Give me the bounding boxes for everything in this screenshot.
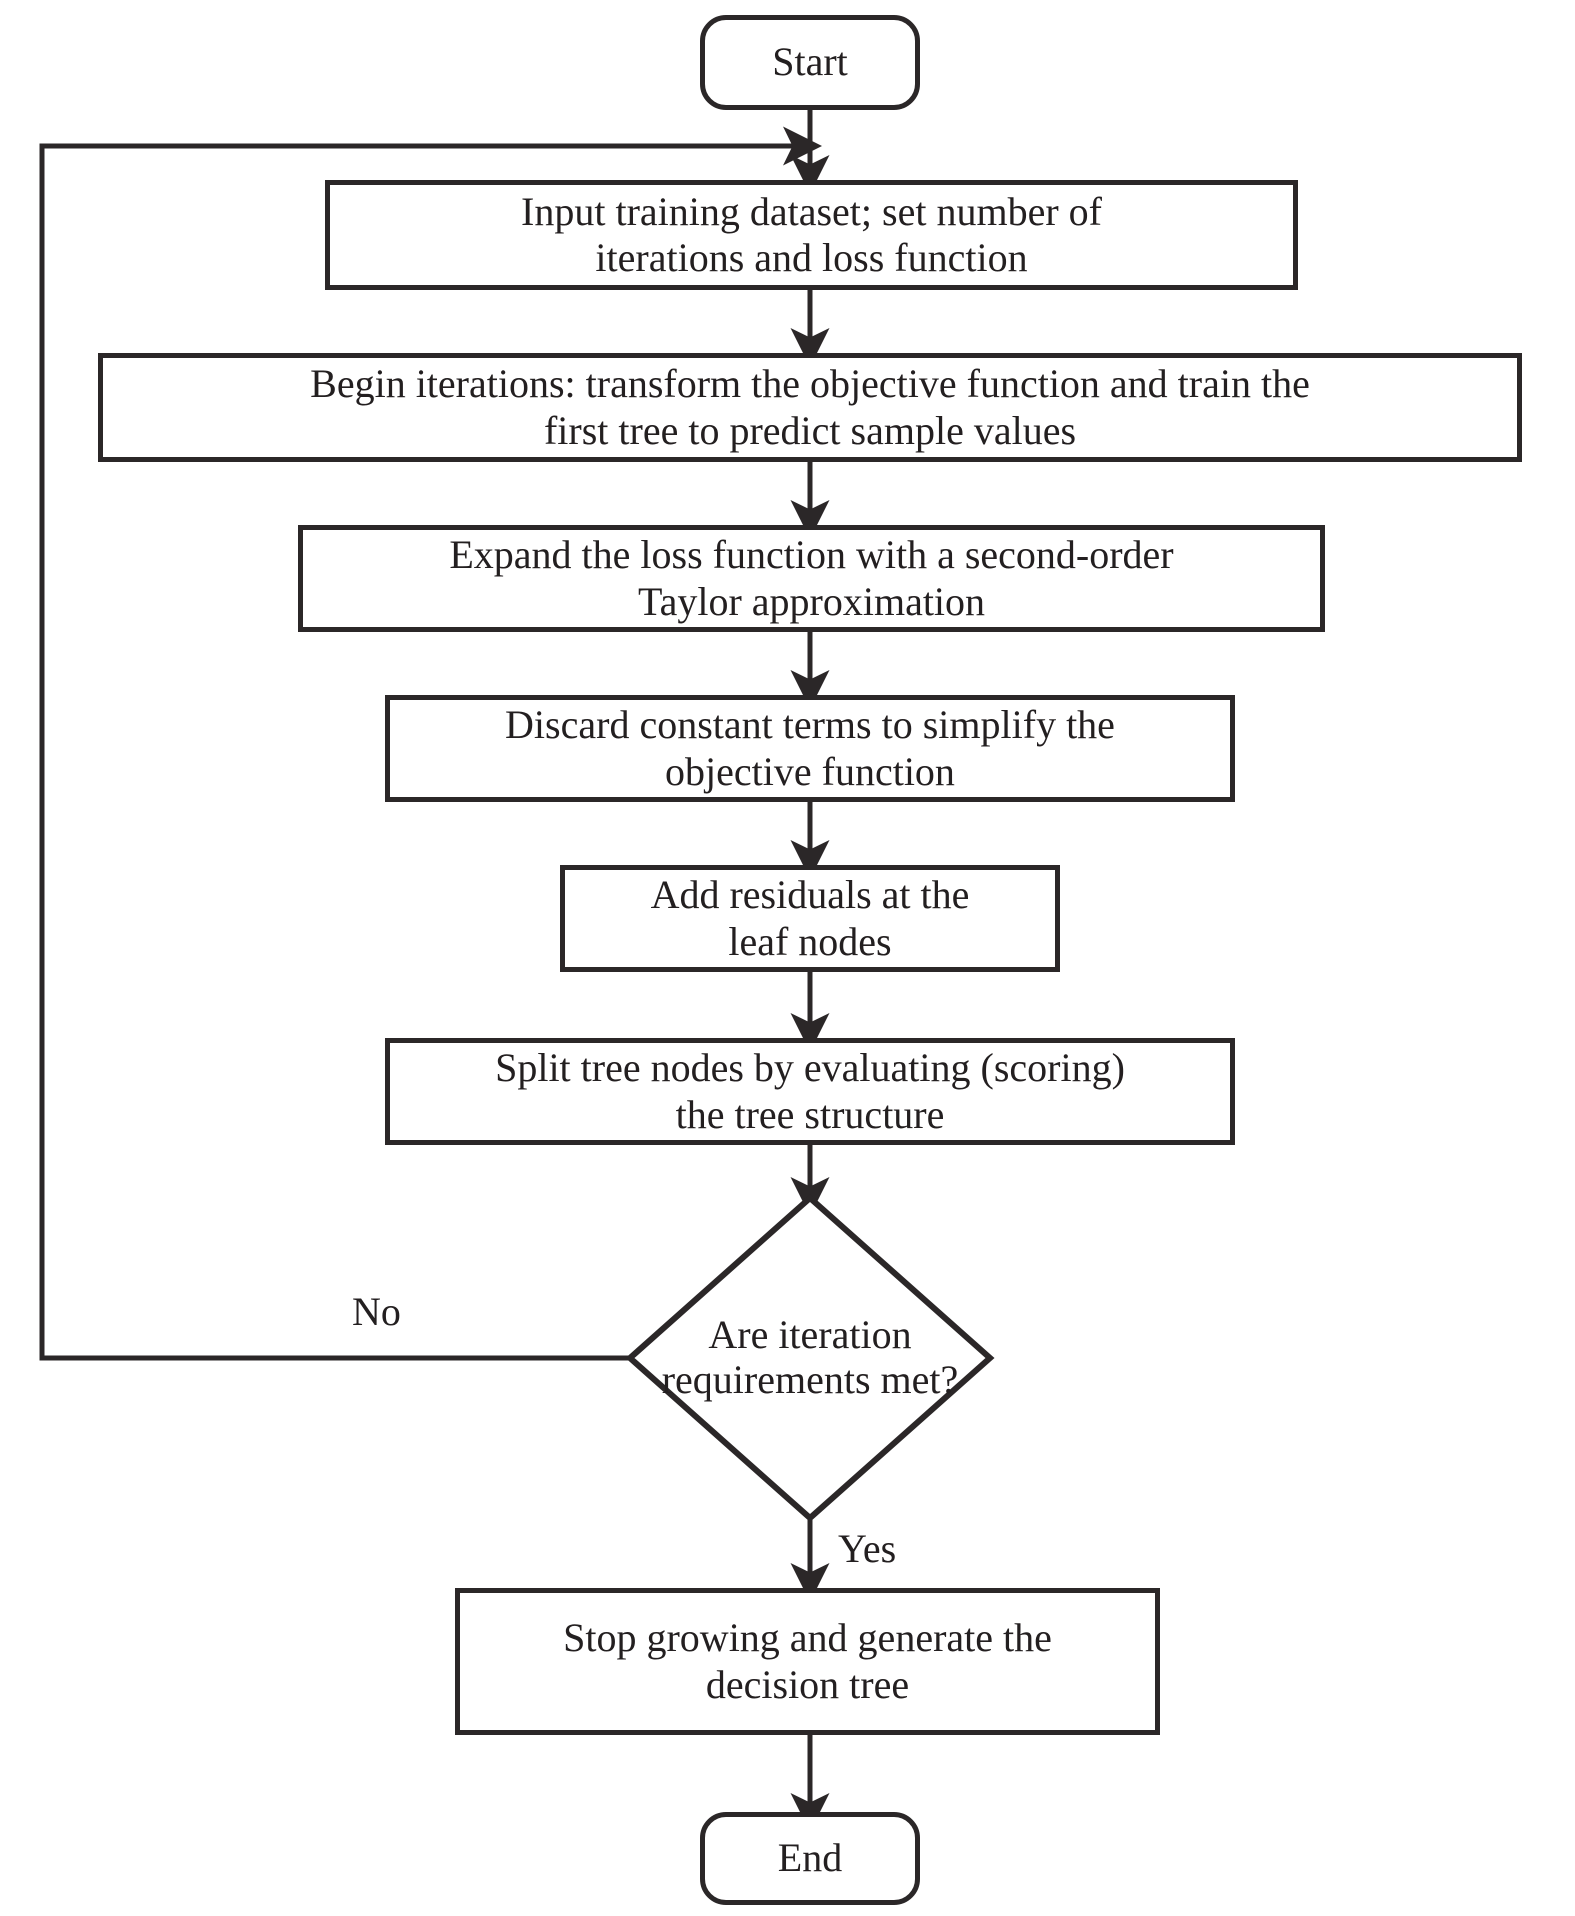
edge-label-yes-text: Yes <box>838 1526 897 1571</box>
node-begin-iterations[interactable]: Begin iterations: transform the objectiv… <box>98 353 1522 462</box>
node-begin-iterations-label: Begin iterations: transform the objectiv… <box>310 361 1310 453</box>
node-start[interactable]: Start <box>700 15 920 110</box>
node-decision-iteration-requirements[interactable]: Are iteration requirements met? <box>600 1288 1020 1428</box>
node-split-tree-nodes[interactable]: Split tree nodes by evaluating (scoring)… <box>385 1038 1235 1145</box>
node-start-label: Start <box>772 39 848 85</box>
node-input-dataset[interactable]: Input training dataset; set number of it… <box>325 180 1298 290</box>
node-decision-label: Are iteration requirements met? <box>661 1312 959 1402</box>
edge-label-yes: Yes <box>838 1525 896 1572</box>
edge-label-no: No <box>352 1288 401 1335</box>
node-discard-constant-terms-label: Discard constant terms to simplify the o… <box>505 702 1115 794</box>
node-split-tree-nodes-label: Split tree nodes by evaluating (scoring)… <box>495 1045 1125 1137</box>
node-end[interactable]: End <box>700 1812 920 1905</box>
node-stop-growing[interactable]: Stop growing and generate the decision t… <box>455 1588 1160 1735</box>
node-end-label: End <box>777 1835 843 1881</box>
node-input-dataset-label: Input training dataset; set number of it… <box>521 188 1102 280</box>
node-add-residuals-label: Add residuals at the leaf nodes <box>650 872 970 964</box>
node-expand-loss-function[interactable]: Expand the loss function with a second-o… <box>298 525 1325 632</box>
edge-label-no-text: No <box>352 1289 401 1334</box>
node-stop-growing-label: Stop growing and generate the decision t… <box>563 1615 1052 1707</box>
node-add-residuals[interactable]: Add residuals at the leaf nodes <box>560 865 1060 972</box>
node-expand-loss-function-label: Expand the loss function with a second-o… <box>449 532 1174 624</box>
node-discard-constant-terms[interactable]: Discard constant terms to simplify the o… <box>385 695 1235 802</box>
